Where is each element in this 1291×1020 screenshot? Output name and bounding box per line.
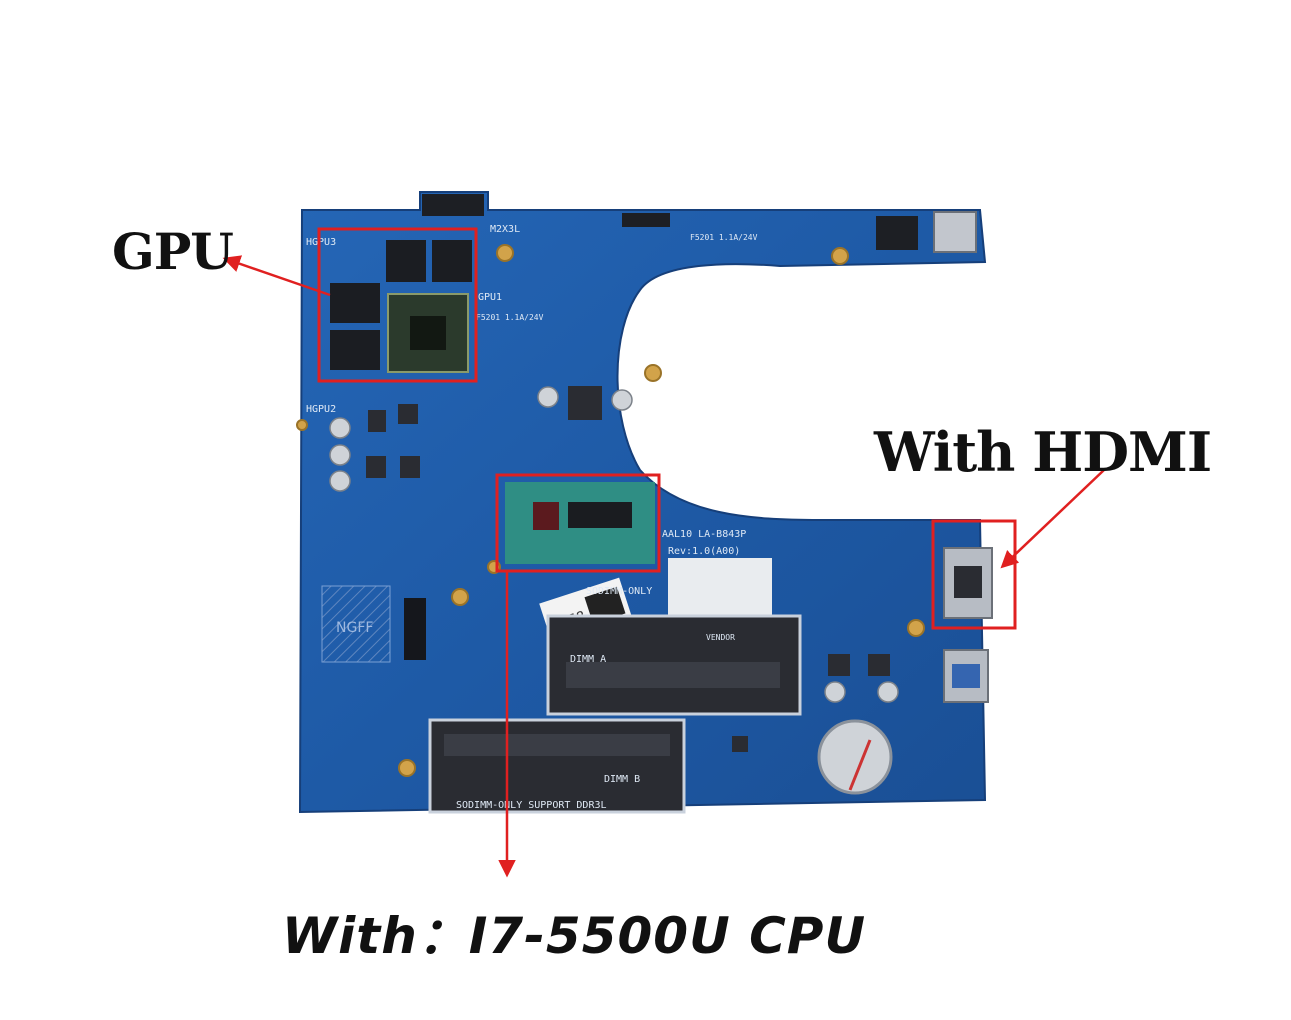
gpu-callout-label: GPU	[112, 222, 234, 281]
svg-text:HGPU2: HGPU2	[306, 404, 336, 415]
top-connector	[422, 194, 484, 216]
capacitors	[329, 386, 899, 703]
svg-text:NGFF: NGFF	[336, 620, 373, 636]
svg-text:M2X3L: M2X3L	[490, 224, 520, 235]
cpu-highlight-box	[495, 473, 661, 573]
svg-text:F5201 1.1A/24V: F5201 1.1A/24V	[690, 233, 758, 242]
cpu-chip	[505, 482, 655, 564]
usb-port	[943, 649, 989, 703]
cpu-callout-label: With：I7-5500U CPU	[282, 907, 867, 965]
ngff-slot: NGFF	[321, 585, 391, 663]
hdmi-callout-label: With HDMI	[874, 420, 1212, 484]
svg-text:GPU1: GPU1	[478, 292, 502, 303]
dimm-a-slot	[546, 614, 802, 716]
svg-text:F5201 1.1A/24V: F5201 1.1A/24V	[476, 313, 544, 322]
svg-text:VENDOR: VENDOR	[706, 633, 735, 642]
hdmi-port	[943, 547, 993, 619]
m2-connector	[404, 598, 426, 660]
gpu-memory-chips	[330, 240, 472, 370]
callout-arrows	[222, 255, 1105, 878]
ribbon-connector	[622, 213, 670, 227]
gpu-arrow	[222, 255, 331, 297]
svg-text:DIMM B: DIMM B	[604, 774, 640, 785]
highlight-boxes	[317, 227, 1017, 630]
svg-text:Rev:1.0(A00): Rev:1.0(A00)	[668, 546, 740, 557]
hdmi-highlight-box	[931, 519, 1017, 630]
blank-label	[668, 558, 772, 624]
svg-text:AAL10 LA-B843P: AAL10 LA-B843P	[662, 529, 746, 540]
svg-text:HGPU3: HGPU3	[306, 237, 336, 248]
hdmi-arrow	[1000, 469, 1105, 569]
svg-text:SODIMM-ONLY: SODIMM-ONLY	[586, 586, 652, 597]
gpu-chip	[387, 293, 469, 373]
svg-text:SODIMM-ONLY SUPPORT DDR3L: SODIMM-ONLY SUPPORT DDR3L	[456, 800, 607, 811]
cmos-battery	[817, 719, 893, 795]
inductors	[366, 386, 890, 752]
silkscreen-labels: HGPU3 HGPU2 GPU1 M2X3L F5201 1.1A/24V F5…	[306, 224, 758, 811]
gpu-highlight-box	[317, 227, 478, 383]
svg-text:DIMM A: DIMM A	[570, 654, 606, 665]
top-right-connector	[876, 211, 977, 253]
dimm-b-slot	[428, 718, 686, 814]
